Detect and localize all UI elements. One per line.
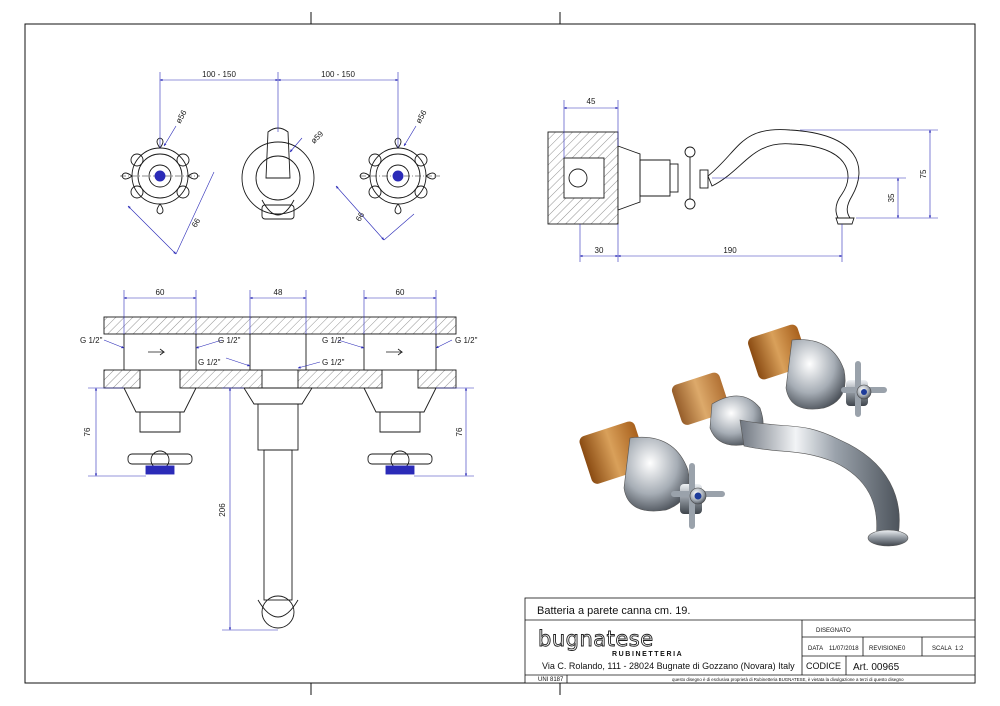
dim-handle-diag-right: 66	[354, 210, 367, 223]
dim-side-height-low: 35	[887, 193, 896, 202]
dim-side-height: 75	[919, 169, 928, 178]
dim-side-offset: 30	[595, 246, 604, 255]
thread-label-5: G 1/2"	[322, 358, 345, 367]
title-block	[524, 597, 976, 684]
dim-side-depth: 45	[587, 97, 596, 106]
dim-handle-depth-left: 76	[83, 427, 92, 436]
revision-label: REVISIONE	[869, 646, 902, 652]
render-tap-back-right	[748, 324, 887, 417]
side-view-dimensions	[563, 100, 938, 262]
front-view	[120, 127, 440, 220]
center-spout-body	[249, 333, 307, 371]
dim-spacing-right: 100 - 150	[321, 70, 355, 79]
left-valve-body	[123, 333, 197, 371]
date-label: DATA	[808, 646, 823, 652]
thread-label-1: G 1/2"	[80, 336, 103, 345]
dim-handle-depth-right: 76	[455, 427, 464, 436]
product-render	[579, 324, 909, 547]
sheet-border	[24, 23, 976, 684]
spout-side	[707, 129, 860, 219]
designed-label: DISEGNATO	[816, 628, 851, 634]
render-spout	[671, 372, 909, 547]
ownership-notice: questo disegno è di esclusiva proprietà …	[672, 677, 904, 682]
dim-handle-diag-left: 66	[190, 216, 203, 229]
wall-plate-top	[103, 316, 457, 335]
dim-spacing-left: 100 - 150	[202, 70, 236, 79]
brand-logo: bugnatese	[538, 627, 654, 651]
front-view-dimensions	[127, 72, 417, 255]
thread-label-6: G 1/2"	[455, 336, 478, 345]
dim-body-width-right: 60	[396, 288, 405, 297]
render-tap-front-left	[579, 421, 725, 529]
dim-spout-diameter: ø59	[309, 129, 326, 146]
revision-value: 0	[902, 646, 906, 652]
date-value: 11/07/2018	[829, 646, 859, 652]
spout-front	[241, 127, 315, 220]
side-view	[547, 129, 860, 225]
scale-label: SCALA	[932, 646, 952, 652]
thread-label-3: G 1/2"	[198, 358, 221, 367]
article-number: Art. 00965	[853, 662, 900, 673]
side-handle	[684, 146, 696, 158]
thread-label-2: G 1/2"	[218, 336, 241, 345]
dim-spout-length: 190	[723, 246, 737, 255]
section-view-dimensions	[88, 290, 474, 631]
standard-label: UNI 8187	[538, 677, 564, 683]
dim-handle-diameter-left: ø56	[174, 108, 189, 125]
dim-handle-diameter-right: ø56	[414, 108, 429, 125]
brand-subtitle: RUBINETTERIA	[612, 651, 683, 658]
scale-value: 1:2	[955, 646, 964, 652]
dim-spout-drop: 206	[218, 503, 227, 517]
drawing-title: Batteria a parete canna cm. 19.	[537, 605, 690, 617]
thread-label-4: G 1/2"	[322, 336, 345, 345]
dim-body-width-left: 60	[156, 288, 165, 297]
code-label: CODICE	[806, 661, 841, 671]
dim-body-width-center: 48	[274, 288, 283, 297]
section-view	[103, 316, 457, 629]
company-address: Via C. Rolando, 111 - 28024 Bugnate di G…	[542, 661, 795, 671]
